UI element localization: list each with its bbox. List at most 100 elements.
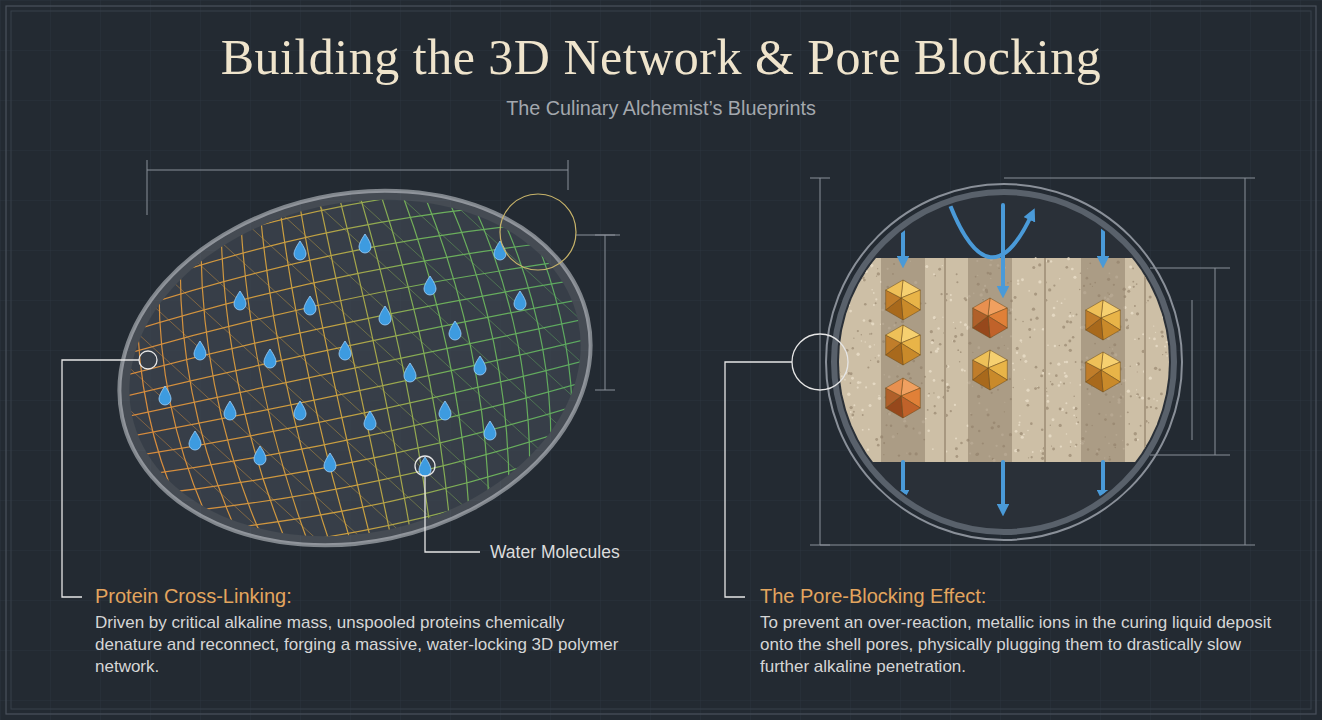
- texture-dot: [946, 293, 948, 295]
- texture-dot: [1040, 374, 1043, 377]
- texture-dot: [1164, 345, 1166, 347]
- detail-circle: [500, 194, 576, 270]
- texture-dot: [856, 353, 859, 356]
- blueprint-circle: [792, 334, 848, 390]
- texture-dot: [852, 417, 854, 419]
- texture-dot: [1034, 329, 1036, 331]
- water-drop: [439, 401, 451, 420]
- water-drops: [159, 234, 526, 476]
- mesh-line: [385, 131, 702, 525]
- texture-dot: [1054, 345, 1056, 347]
- texture-dot: [1020, 339, 1023, 342]
- texture-dot: [1136, 312, 1139, 315]
- texture-dot: [834, 445, 836, 447]
- texture-dot: [1076, 417, 1077, 418]
- texture-dot: [955, 447, 958, 450]
- texture-dot: [1147, 257, 1150, 260]
- mesh-line: [120, 318, 590, 418]
- texture-dot: [863, 279, 866, 282]
- texture-dot: [1072, 336, 1075, 339]
- texture-dot: [1068, 340, 1071, 343]
- texture-dot: [863, 319, 866, 322]
- mesh-line: [162, 178, 479, 572]
- mesh-line: [106, 251, 577, 360]
- texture-dot: [955, 455, 958, 458]
- texture-dot: [836, 291, 837, 292]
- texture-dot: [847, 393, 850, 396]
- water-drop: [474, 356, 486, 375]
- texture-dot: [862, 414, 864, 416]
- texture-dot: [1169, 392, 1172, 395]
- water-drop: [294, 401, 306, 420]
- texture-dot: [1149, 296, 1152, 299]
- mesh-line: [0, 241, 182, 635]
- texture-dot: [960, 321, 962, 323]
- ion-facet: [973, 298, 990, 316]
- texture-dot: [853, 266, 854, 267]
- texture-dot: [1038, 263, 1041, 266]
- texture-dot: [1014, 296, 1017, 299]
- shell-pore: [881, 258, 925, 462]
- texture-dot: [869, 319, 872, 322]
- texture-dot: [1034, 387, 1037, 390]
- texture-dot: [878, 354, 880, 356]
- texture-dot: [1041, 457, 1044, 460]
- texture-dot: [927, 395, 929, 397]
- texture-dot: [1034, 293, 1037, 296]
- texture-dot: [1016, 352, 1018, 354]
- mesh-line: [199, 170, 516, 564]
- texture-dot: [1167, 429, 1170, 432]
- texture-dot: [953, 322, 954, 323]
- mesh-line: [87, 161, 561, 281]
- texture-dot: [1160, 392, 1163, 395]
- texture-dot: [1136, 389, 1137, 390]
- texture-dot: [1048, 373, 1050, 375]
- texture-dot: [844, 429, 845, 430]
- texture-dot: [1020, 432, 1023, 435]
- texture-dot: [1013, 387, 1014, 388]
- texture-dot: [861, 340, 863, 342]
- texture-dot: [1013, 369, 1015, 371]
- texture-dot: [841, 324, 843, 326]
- texture-dot: [841, 405, 844, 408]
- texture-dot: [1052, 418, 1055, 421]
- texture-dot: [1172, 302, 1175, 305]
- texture-dot: [956, 281, 958, 283]
- water-drop: [254, 446, 266, 465]
- texture-dot: [933, 316, 936, 319]
- texture-dot: [1017, 279, 1019, 281]
- texture-dot: [1136, 393, 1139, 396]
- texture-dot: [954, 404, 956, 406]
- texture-dot: [960, 333, 963, 336]
- texture-dot: [927, 429, 930, 432]
- texture-dot: [1171, 371, 1173, 373]
- texture-dot: [839, 372, 840, 373]
- ion-facet: [886, 325, 903, 343]
- texture-dot: [873, 382, 876, 385]
- texture-dot: [1142, 333, 1144, 335]
- texture-dot: [1048, 288, 1051, 291]
- texture-dot: [930, 351, 932, 353]
- texture-dot: [1050, 260, 1052, 262]
- texture-dot: [1063, 383, 1065, 385]
- texture-dot: [873, 304, 875, 306]
- texture-dot: [1016, 347, 1019, 350]
- texture-dot: [942, 265, 943, 266]
- water-drop: [514, 291, 526, 310]
- ion-facet: [901, 343, 920, 365]
- texture-dot: [1069, 315, 1072, 318]
- texture-dot: [850, 382, 852, 384]
- texture-dot: [1134, 305, 1136, 307]
- texture-dot: [1137, 439, 1139, 441]
- texture-dot: [925, 265, 928, 268]
- blueprint-path: [725, 362, 792, 597]
- texture-dot: [857, 262, 859, 264]
- texture-dot: [1015, 430, 1018, 433]
- texture-dot: [1065, 412, 1067, 414]
- texture-dot: [1050, 424, 1051, 425]
- texture-dot: [1055, 374, 1058, 377]
- texture-dot: [1157, 267, 1160, 270]
- subtitle: The Culinary Alchemist’s Blueprints: [0, 96, 1322, 121]
- mesh-line: [145, 435, 618, 552]
- texture-dot: [836, 443, 838, 445]
